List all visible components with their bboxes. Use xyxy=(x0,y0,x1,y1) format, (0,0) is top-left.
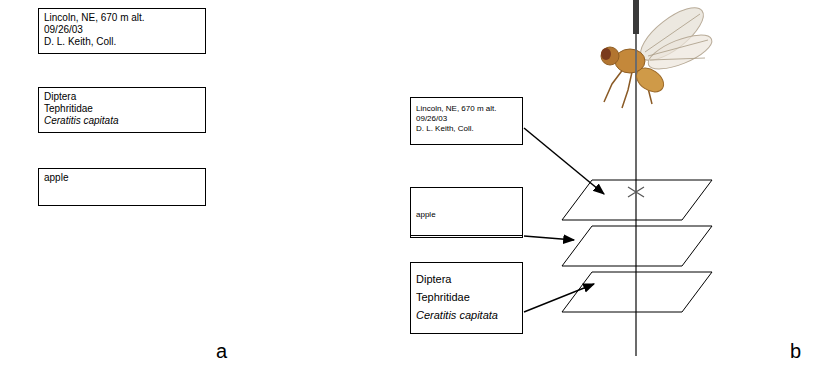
leader-arrow xyxy=(524,128,604,194)
pin-shaft xyxy=(635,6,637,356)
leader-arrow xyxy=(524,236,574,240)
panel-letter: b xyxy=(790,340,801,362)
specimen-label: Lincoln, NE, 670 m alt.09/26/03D. L. Kei… xyxy=(410,97,523,145)
specimen-label: apple xyxy=(38,168,206,206)
wing-veins xyxy=(645,14,708,60)
fly-head xyxy=(601,47,619,65)
fly-thorax xyxy=(615,49,645,73)
label-plane xyxy=(562,272,712,312)
label-line: D. L. Keith, Coll. xyxy=(416,124,474,134)
label-plane xyxy=(562,226,712,266)
label-line: Lincoln, NE, 670 m alt. xyxy=(416,104,496,114)
pin-head xyxy=(633,0,639,34)
label-line: 09/26/03 xyxy=(44,24,83,36)
label-line: D. L. Keith, Coll. xyxy=(44,36,116,48)
label-line: Tephritidae xyxy=(44,103,93,115)
label-line: Ceratitis capitata xyxy=(44,115,118,127)
pin-cross-mark xyxy=(628,187,644,197)
specimen-label: Lincoln, NE, 670 m alt.09/26/03D. L. Kei… xyxy=(38,8,206,54)
leader-arrow xyxy=(524,284,594,312)
label-line: apple xyxy=(44,172,68,184)
label-plane xyxy=(562,180,712,220)
label-line: Diptera xyxy=(44,91,76,103)
pin-shaft xyxy=(635,48,637,75)
label-line: Diptera xyxy=(416,270,451,288)
panel-letter: a xyxy=(216,340,227,362)
label-line: apple xyxy=(416,210,436,220)
label-line: Ceratitis capitata xyxy=(416,306,498,324)
label-line: Lincoln, NE, 670 m alt. xyxy=(44,12,145,24)
fly-eye xyxy=(601,48,611,60)
specimen-label: DipteraTephritidaeCeratitis capitata xyxy=(38,87,206,133)
specimen-label: DipteraTephritidaeCeratitis capitata xyxy=(410,262,523,334)
label-line: 09/26/03 xyxy=(416,114,447,124)
fly-wing xyxy=(644,28,716,76)
specimen-label: apple xyxy=(410,187,523,238)
label-line: Tephritidae xyxy=(416,288,470,306)
